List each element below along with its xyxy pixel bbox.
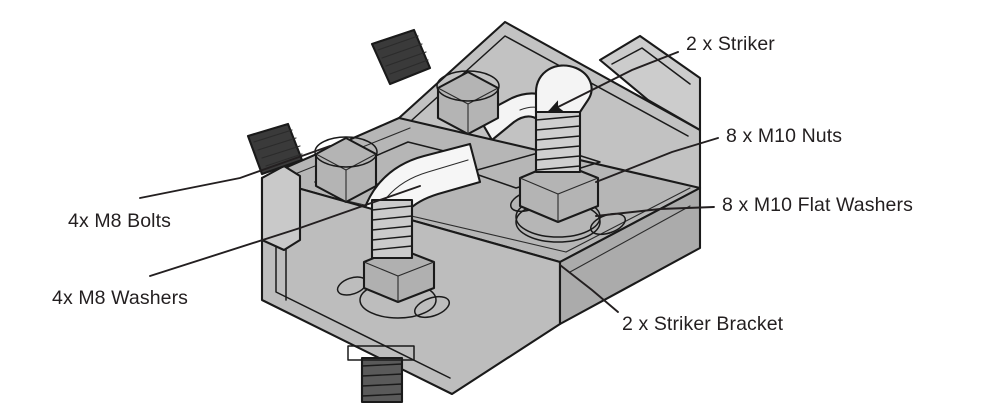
- hex-nut-right: [515, 108, 601, 243]
- callout-labels: 2 x Striker 8 x M10 Nuts 8 x M10 Flat Wa…: [52, 33, 913, 335]
- callout-label-m10-flat-washers: 8 x M10 Flat Washers: [722, 194, 913, 216]
- leader-striker-bracket: [559, 264, 619, 313]
- hex-nut-front: [359, 198, 437, 319]
- illustration-group: [246, 20, 702, 404]
- leader-m8-bolts: [139, 145, 331, 199]
- leader-m10-flat-washers: [595, 206, 715, 217]
- leader-striker: [547, 51, 679, 113]
- hex-nut-upper-left: [436, 70, 500, 136]
- striker-thread-right: [534, 108, 582, 174]
- hex-nut-lower-left: [314, 136, 378, 204]
- m8-bolt-bottom: [347, 345, 415, 404]
- leader-m8-washers: [149, 185, 421, 277]
- leader-m10-nuts: [595, 137, 719, 183]
- callout-label-striker-bracket: 2 x Striker Bracket: [622, 313, 784, 335]
- bracket-right-panel: [558, 186, 702, 326]
- leader-lines: [139, 51, 719, 313]
- callout-label-m10-nuts: 8 x M10 Nuts: [726, 125, 842, 147]
- m8-bolt-upper: [370, 28, 432, 86]
- callout-label-m8-washers: 4x M8 Washers: [52, 287, 188, 309]
- callout-label-m8-bolts: 4x M8 Bolts: [68, 210, 171, 232]
- callout-label-striker: 2 x Striker: [686, 33, 775, 55]
- bracket-rear-ear: [598, 34, 702, 132]
- striker-thread-front: [370, 198, 414, 260]
